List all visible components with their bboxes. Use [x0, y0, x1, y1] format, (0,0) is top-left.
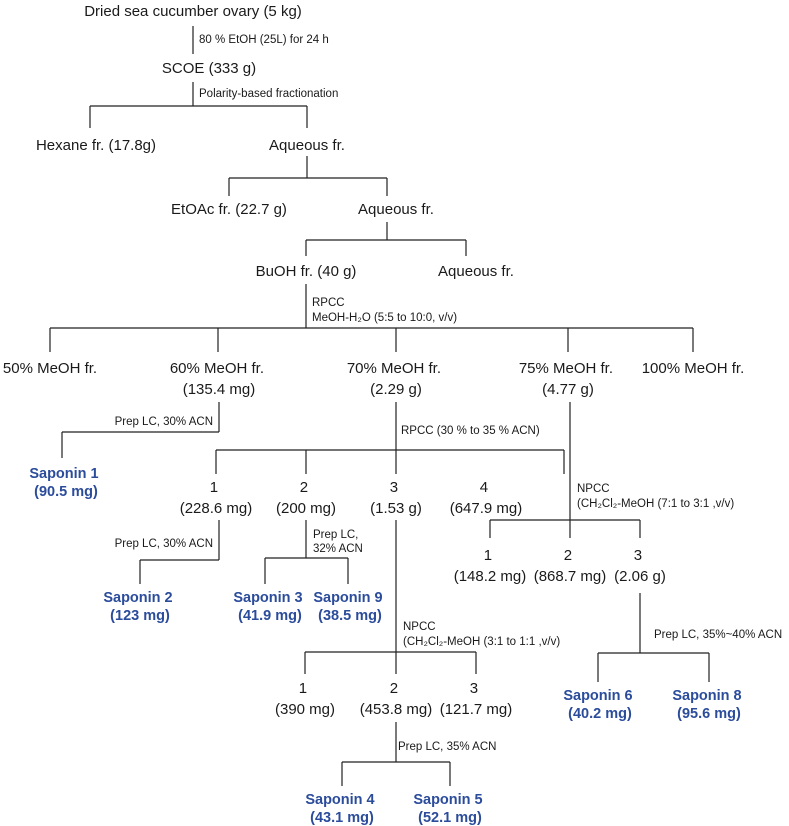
step-etoh: 80 % EtOH (25L) for 24 h — [199, 34, 329, 46]
node-f75-2: 2 (868.7 mg) — [534, 547, 607, 585]
node-aqueous-2: Aqueous fr. — [358, 201, 434, 218]
node-scoe: SCOE (333 g) — [162, 60, 256, 77]
step-polarity: Polarity-based fractionation — [199, 88, 338, 100]
connector-lines — [49, 26, 710, 786]
node-meoh-75: 75% MeOH fr. (4.77 g) — [519, 360, 617, 398]
saponin-results: Saponin 1 (90.5 mg) Saponin 2 (123 mg) S… — [29, 466, 745, 826]
saponin-8: Saponin 8 (95.6 mg) — [672, 688, 745, 722]
node-f70-3: 3 (1.53 g) — [370, 479, 422, 517]
node-f3-1: 1 (390 mg) — [275, 680, 335, 718]
node-meoh-50: 50% MeOH fr. — [3, 360, 97, 377]
step-prep-3-2: Prep LC, 35% ACN — [398, 741, 496, 753]
node-ovary: Dried sea cucumber ovary (5 kg) — [84, 3, 302, 20]
saponin-2: Saponin 2 (123 mg) — [103, 590, 176, 624]
step-prep-60: Prep LC, 30% ACN — [115, 416, 213, 428]
node-f70-1: 1 (228.6 mg) — [180, 479, 253, 517]
node-f3-3: 3 (121.7 mg) — [440, 680, 513, 718]
node-buoh: BuOH fr. (40 g) — [256, 263, 357, 280]
saponin-3: Saponin 3 (41.9 mg) — [233, 590, 306, 624]
node-meoh-100: 100% MeOH fr. — [642, 360, 745, 377]
step-rpcc-70: RPCC (30 % to 35 % ACN) — [401, 425, 540, 437]
saponin-6: Saponin 6 (40.2 mg) — [563, 688, 636, 722]
node-f70-4: 4 (647.9 mg) — [450, 479, 523, 517]
node-meoh-60: 60% MeOH fr. (135.4 mg) — [170, 360, 268, 398]
node-aqueous-1: Aqueous fr. — [269, 137, 345, 154]
node-f75-3: 3 (2.06 g) — [614, 547, 666, 585]
saponin-9: Saponin 9 (38.5 mg) — [313, 590, 386, 624]
step-npcc-75: NPCC (CH₂Cl₂-MeOH (7:1 to 3:1 ,v/v) — [577, 483, 734, 510]
saponin-1: Saponin 1 (90.5 mg) — [29, 466, 102, 500]
step-prep-f1: Prep LC, 30% ACN — [115, 538, 213, 550]
node-f70-2: 2 (200 mg) — [276, 479, 336, 517]
node-f75-1: 1 (148.2 mg) — [454, 547, 527, 585]
node-meoh-70: 70% MeOH fr. (2.29 g) — [347, 360, 445, 398]
step-npcc-3: NPCC (CH₂Cl₂-MeOH (3:1 to 1:1 ,v/v) — [403, 621, 560, 648]
step-prep-75-3: Prep LC, 35%~40% ACN — [654, 629, 782, 641]
step-labels: 80 % EtOH (25L) for 24 h Polarity-based … — [115, 34, 783, 753]
node-hexane: Hexane fr. (17.8g) — [36, 137, 156, 154]
fraction-nodes: Dried sea cucumber ovary (5 kg) SCOE (33… — [3, 3, 744, 718]
node-aqueous-3: Aqueous fr. — [438, 263, 514, 280]
node-f3-2: 2 (453.8 mg) — [360, 680, 433, 718]
step-rpcc-1: RPCC MeOH-H₂O (5:5 to 10:0, v/v) — [312, 297, 457, 324]
saponin-4: Saponin 4 (43.1 mg) — [305, 792, 378, 826]
node-etoac: EtOAc fr. (22.7 g) — [171, 201, 287, 218]
step-prep-f2: Prep LC, 32% ACN — [313, 529, 363, 555]
saponin-5: Saponin 5 (52.1 mg) — [413, 792, 486, 826]
